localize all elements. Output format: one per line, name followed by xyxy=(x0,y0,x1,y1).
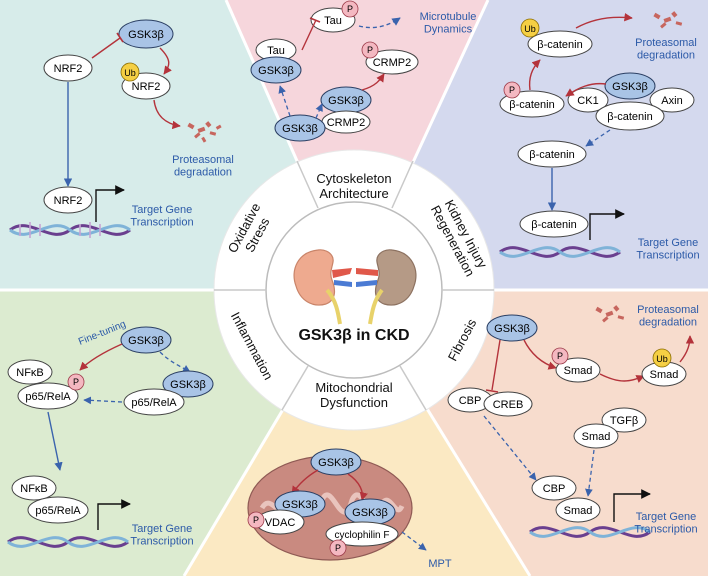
svg-text:P: P xyxy=(557,351,563,361)
svg-text:GSK3β: GSK3β xyxy=(494,323,530,335)
proteasome-fragments-icon xyxy=(187,121,222,143)
svg-text:GSK3β: GSK3β xyxy=(328,95,364,107)
inflammation-panel: Fine-tuning GSK3β NFκB p65/RelA P GSK3β … xyxy=(7,319,214,548)
mitochondrial-panel: GSK3β GSK3β VDAC P GSK3β cyclophilin F P… xyxy=(247,448,452,570)
svg-text:NFκB: NFκB xyxy=(20,483,48,495)
svg-text:CBP: CBP xyxy=(459,395,482,407)
svg-text:β-catenin: β-catenin xyxy=(529,149,574,161)
svg-text:Ub: Ub xyxy=(656,354,668,364)
svg-text:CREB: CREB xyxy=(493,399,524,411)
svg-text:P: P xyxy=(335,543,341,553)
svg-text:NRF2: NRF2 xyxy=(54,195,83,207)
proteasome-fragments-icon xyxy=(595,305,625,323)
svg-text:P: P xyxy=(253,515,259,525)
svg-text:Smad: Smad xyxy=(582,431,611,443)
gsk3b-node xyxy=(120,326,172,354)
svg-text:GSK3β: GSK3β xyxy=(612,81,648,93)
gsk3b-node xyxy=(162,370,214,398)
svg-text:Axin: Axin xyxy=(661,95,682,107)
svg-text:β-catenin: β-catenin xyxy=(509,99,554,111)
gsk3b-node xyxy=(486,314,538,342)
mpt-label: MPT xyxy=(428,558,452,570)
svg-text:CRMP2: CRMP2 xyxy=(327,117,366,129)
proteasome-fragments-icon xyxy=(653,11,683,29)
svg-text:p65/RelA: p65/RelA xyxy=(131,397,177,409)
dna-icon xyxy=(499,246,621,258)
svg-text:GSK3β: GSK3β xyxy=(170,379,206,391)
gsk3b-node xyxy=(118,19,174,49)
svg-text:TGFβ: TGFβ xyxy=(610,415,638,427)
svg-text:GSK3β: GSK3β xyxy=(282,499,318,511)
svg-text:NRF2: NRF2 xyxy=(54,63,83,75)
svg-text:Ub: Ub xyxy=(524,24,536,34)
svg-text:Smad: Smad xyxy=(650,369,679,381)
svg-text:Ub: Ub xyxy=(124,68,136,78)
svg-text:CRMP2: CRMP2 xyxy=(373,57,412,69)
svg-text:cyclophilin F: cyclophilin F xyxy=(334,530,389,541)
svg-text:NRF2: NRF2 xyxy=(132,81,161,93)
dna-icon xyxy=(9,222,131,238)
gsk3b-node xyxy=(274,114,326,142)
ub-badge xyxy=(120,62,140,82)
svg-text:CK1: CK1 xyxy=(577,95,598,107)
svg-text:p65/RelA: p65/RelA xyxy=(35,505,81,517)
svg-text:Tau: Tau xyxy=(324,15,342,27)
gsk3b-node xyxy=(604,72,656,100)
svg-text:GSK3β: GSK3β xyxy=(318,457,354,469)
svg-text:Smad: Smad xyxy=(564,365,593,377)
svg-text:β-catenin: β-catenin xyxy=(531,219,576,231)
svg-text:CBP: CBP xyxy=(543,483,566,495)
center-title: GSK3β in CKD xyxy=(298,327,409,344)
svg-text:p65/RelA: p65/RelA xyxy=(25,391,71,403)
gsk3b-node xyxy=(310,448,362,476)
svg-text:P: P xyxy=(73,377,79,387)
kidney-illustration: GSK3β in CKD xyxy=(293,249,417,344)
svg-text:GSK3β: GSK3β xyxy=(128,29,164,41)
svg-text:β-catenin: β-catenin xyxy=(537,39,582,51)
svg-text:P: P xyxy=(509,85,515,95)
dna-icon xyxy=(7,536,129,548)
svg-text:Smad: Smad xyxy=(564,505,593,517)
dna-icon xyxy=(529,526,651,538)
gsk3b-node xyxy=(250,56,302,84)
svg-text:β-catenin: β-catenin xyxy=(607,111,652,123)
svg-text:NFκB: NFκB xyxy=(16,367,44,379)
p-badge xyxy=(341,0,359,18)
transcription-arrow-icon xyxy=(95,185,125,222)
svg-text:GSK3β: GSK3β xyxy=(352,507,388,519)
svg-text:P: P xyxy=(367,45,373,55)
svg-text:GSK3β: GSK3β xyxy=(282,123,318,135)
nrf2-node xyxy=(43,54,93,82)
svg-text:Tau: Tau xyxy=(267,45,285,57)
nrf2-nuclear-node xyxy=(43,186,93,214)
svg-text:GSK3β: GSK3β xyxy=(128,335,164,347)
svg-text:P: P xyxy=(347,4,353,14)
svg-text:GSK3β: GSK3β xyxy=(258,65,294,77)
svg-text:VDAC: VDAC xyxy=(265,517,296,529)
